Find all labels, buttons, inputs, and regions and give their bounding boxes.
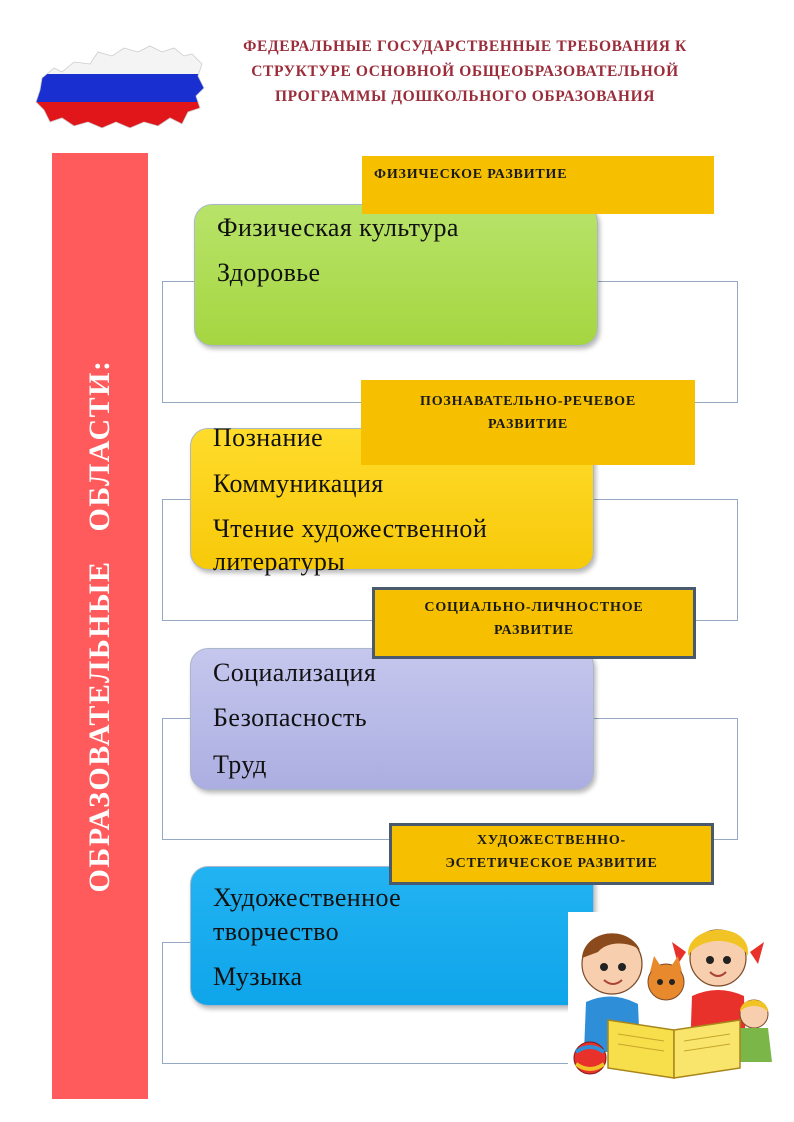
area-item: Чтение художественной	[213, 514, 488, 543]
area-item: творчество	[213, 917, 340, 946]
side-heading: ОБРАЗОВАТЕЛЬНЫЕ ОБЛАСТИ:	[83, 359, 116, 893]
label-line: РАЗВИТИЕ	[487, 417, 569, 432]
russia-flag-map-icon	[35, 45, 205, 129]
area-item: Социализация	[213, 658, 377, 687]
area-item: Труд	[213, 750, 267, 779]
area-item: Физическая культура	[217, 213, 459, 242]
area-item: Безопасность	[213, 703, 368, 732]
label-line: РАЗВИТИЕ	[493, 623, 575, 638]
area-item: Здоровье	[217, 258, 321, 287]
area-item: Художественное	[213, 883, 402, 912]
label-line: ПОЗНАВАТЕЛЬНО-РЕЧЕВОЕ	[420, 394, 636, 409]
page-title: ФЕДЕРАЛЬНЫЕ ГОСУДАРСТВЕННЫЕ ТРЕБОВАНИЯ К…	[200, 34, 730, 109]
area-label-cognitive: ПОЗНАВАТЕЛЬНО-РЕЧЕВОЕ РАЗВИТИЕ	[361, 380, 695, 465]
area-box-physical: Физическая культура Здоровье	[194, 204, 598, 346]
area-box-social: Социализация Безопасность Труд	[190, 648, 594, 790]
label-line: ЭСТЕТИЧЕСКОЕ РАЗВИТИЕ	[445, 856, 658, 871]
area-label-physical: ФИЗИЧЕСКОЕ РАЗВИТИЕ	[362, 156, 714, 214]
title-line-2: СТРУКТУРЕ ОСНОВНОЙ ОБЩЕОБРАЗОВАТЕЛЬНОЙ	[251, 63, 679, 80]
side-bar	[52, 153, 148, 1099]
area-item: Коммуникация	[213, 469, 384, 498]
area-label-art: ХУДОЖЕСТВЕННО- ЭСТЕТИЧЕСКОЕ РАЗВИТИЕ	[389, 823, 714, 885]
area-item: Музыка	[213, 962, 303, 991]
area-label-social: СОЦИАЛЬНО-ЛИЧНОСТНОЕ РАЗВИТИЕ	[372, 587, 696, 659]
children-reading-book-illustration	[568, 912, 780, 1080]
area-box-art: Художественное творчество Музыка	[190, 866, 594, 1006]
area-item: Познание	[213, 423, 324, 452]
title-line-1: ФЕДЕРАЛЬНЫЕ ГОСУДАРСТВЕННЫЕ ТРЕБОВАНИЯ К	[243, 38, 687, 55]
label-line: СОЦИАЛЬНО-ЛИЧНОСТНОЕ	[424, 600, 644, 615]
label-line: ХУДОЖЕСТВЕННО-	[477, 833, 626, 848]
area-item: литературы	[213, 547, 346, 576]
title-line-3: ПРОГРАММЫ ДОШКОЛЬНОГО ОБРАЗОВАНИЯ	[274, 88, 656, 105]
